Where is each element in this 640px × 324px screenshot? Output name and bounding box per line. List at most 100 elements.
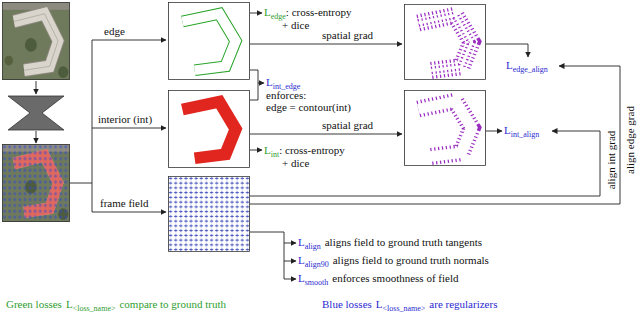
aerial-image xyxy=(2,2,70,80)
label-text: Green losses xyxy=(6,298,62,310)
label-row: enforces: xyxy=(266,89,306,102)
loss-symbol: L xyxy=(266,76,273,88)
arrow xyxy=(284,243,296,244)
label-row: + dice xyxy=(282,157,309,170)
label-text: spatial grad xyxy=(322,119,373,131)
edge-gradient-map xyxy=(404,4,486,80)
label-text: are regularizers xyxy=(429,298,497,310)
label-row: spatial grad xyxy=(322,29,373,42)
frame-field-crosses xyxy=(168,176,250,252)
gradient-gap xyxy=(418,15,471,70)
label-text: align edge grad xyxy=(624,106,636,174)
panel-ground xyxy=(168,2,250,80)
arrow xyxy=(486,44,528,57)
arrow xyxy=(92,40,166,41)
road xyxy=(2,2,70,10)
edge-map xyxy=(168,2,250,80)
image-border xyxy=(2,144,69,221)
building-shadow xyxy=(14,14,58,71)
bracket xyxy=(250,70,258,100)
loss-symbol: L xyxy=(264,6,271,18)
gradient-gap xyxy=(418,15,471,70)
arrow xyxy=(92,128,166,129)
arrow xyxy=(250,44,402,45)
panel-border xyxy=(169,2,250,79)
building-roof xyxy=(14,14,58,71)
tree xyxy=(58,66,68,78)
panel-ground xyxy=(168,90,250,168)
vertical-label: align int grad xyxy=(605,131,618,190)
label-text: Blue losses xyxy=(322,298,372,310)
loss-subscript: align90 xyxy=(305,260,329,269)
gradient-ticks xyxy=(418,101,471,156)
loss-subscript: edge_align xyxy=(513,65,548,74)
label-text: : cross-entropy xyxy=(286,6,352,18)
label-text: edge = contour(int) xyxy=(266,101,351,113)
loss-subscript: <loss_name> xyxy=(73,304,116,313)
label-text: edge xyxy=(104,25,125,37)
arrow xyxy=(284,279,296,280)
frame-field-overlay xyxy=(2,144,70,222)
loss-symbol: L xyxy=(504,124,511,136)
arrow xyxy=(250,150,262,151)
arrows xyxy=(36,13,620,279)
label-text: spatial grad xyxy=(322,29,373,41)
panel-border xyxy=(405,90,486,165)
interior-gradient-map xyxy=(404,90,486,166)
arrow xyxy=(258,83,264,84)
label-row: Lalign90aligns field to ground truth nor… xyxy=(298,254,489,271)
arrow xyxy=(92,212,166,213)
label-text: interior (int) xyxy=(98,113,152,125)
loss-symbol: L xyxy=(264,144,271,156)
arrow xyxy=(250,131,600,196)
arrow xyxy=(250,13,262,14)
ground xyxy=(2,144,70,222)
label-text: + dice xyxy=(282,19,309,31)
label-row: spatial grad xyxy=(322,119,373,132)
loss-subscript: int_align xyxy=(511,130,539,139)
label-row: frame field xyxy=(100,197,149,210)
loss-subscript: <loss_name> xyxy=(383,304,426,313)
branch-wire xyxy=(250,232,284,279)
gradient-gap xyxy=(418,101,471,156)
loss-subscript: smooth xyxy=(305,278,329,287)
label-row: Lsmoothenforces smoothness of field xyxy=(298,272,458,289)
label-text: enforces: xyxy=(266,89,306,101)
arrow xyxy=(284,261,296,262)
panel-border xyxy=(405,4,486,79)
output-image xyxy=(2,144,70,222)
label-row: Green losses L<loss_name>compare to groun… xyxy=(6,298,226,315)
loss-symbol: L xyxy=(506,59,513,71)
arrow xyxy=(486,131,502,132)
label-text: : cross-entropy xyxy=(279,144,345,156)
label-text: aligns field to ground truth tangents xyxy=(325,236,482,248)
loss-symbol: L xyxy=(298,254,305,266)
arrow xyxy=(250,66,620,204)
label-row: Ledge_align xyxy=(506,59,548,76)
panel-ground xyxy=(404,90,486,166)
label-row: Lint_align xyxy=(504,124,539,141)
image-border xyxy=(2,2,69,79)
frame-field-map xyxy=(168,176,250,252)
ground xyxy=(2,2,70,80)
unet-symbol xyxy=(8,96,64,130)
label-text: compare to ground truth xyxy=(119,298,226,310)
branch-wire xyxy=(70,40,92,212)
tree xyxy=(25,38,37,52)
panel-ground xyxy=(404,4,486,80)
label-text: + dice xyxy=(282,157,309,169)
arrow xyxy=(250,134,402,135)
label-row: Blue lossesL<loss_name>are regularizers xyxy=(322,298,497,315)
gradient-ticks xyxy=(418,15,471,70)
gradient-ticks xyxy=(418,15,471,70)
loss-symbol: L xyxy=(66,298,73,310)
roof-ridge xyxy=(14,14,58,71)
interior-map xyxy=(168,90,250,168)
label-row: edge xyxy=(104,25,125,38)
interior-fill xyxy=(182,102,235,159)
loss-subscript: align xyxy=(305,242,321,251)
arrow xyxy=(36,131,37,143)
vertical-label: align edge grad xyxy=(624,106,637,174)
